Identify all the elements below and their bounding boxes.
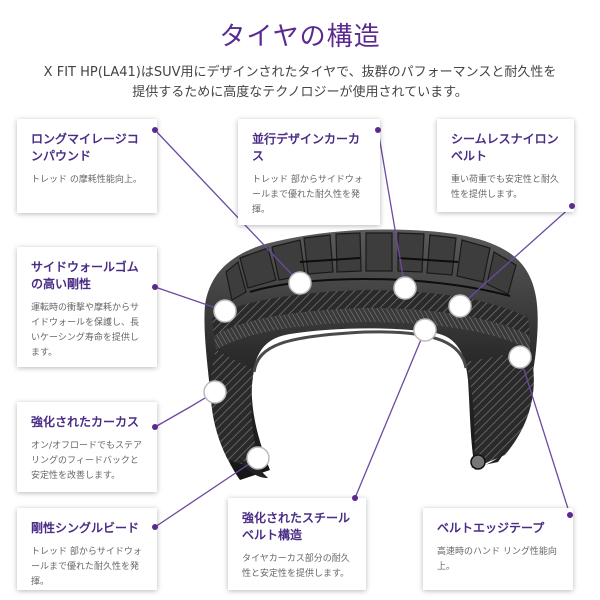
feature-title: ベルトエッジテープ bbox=[437, 520, 561, 537]
callout-anchor bbox=[352, 495, 358, 501]
feature-description: トレッド の摩耗性能向上。 bbox=[31, 173, 145, 188]
feature-card-seamless-nylon-belt: シームレスナイロンベルト 重い荷重でも安定性と耐久性を提供します。 bbox=[437, 119, 574, 212]
inner-liner bbox=[254, 332, 466, 372]
feature-card-parallel-carcass: 並行デザインカーカス トレッド 部からサイドウォールまで優れた耐久性を発揮。 bbox=[238, 119, 380, 225]
callout-anchor bbox=[152, 284, 158, 290]
feature-description: 運転時の衝撃や摩耗からサイドウォールを保護し、長いケーシング寿命を提供します。 bbox=[31, 301, 145, 361]
feature-description: 重い荷重でも安定性と耐久性を提供します。 bbox=[451, 173, 562, 203]
callout-anchor bbox=[152, 524, 158, 530]
feature-card-sidewall-rubber: サイドウォールゴムの高い剛性 運転時の衝撃や摩耗からサイドウォールを保護し、長い… bbox=[17, 247, 157, 367]
feature-description: オン/オフロードでもステアリングのフィードバックと安定性を改善します。 bbox=[31, 439, 145, 484]
feature-card-long-mileage-compound: ロングマイレージコンパウンド トレッド の摩耗性能向上。 bbox=[17, 119, 157, 213]
feature-description: トレッド 部からサイドウォールまで優れた耐久性を発揮。 bbox=[31, 545, 145, 590]
feature-description: タイヤカーカス部分の耐久性と安定性を提供します。 bbox=[242, 552, 354, 582]
feature-title: 強化されたスチールベルト構造 bbox=[242, 510, 354, 544]
feature-title: シームレスナイロンベルト bbox=[451, 131, 562, 165]
feature-title: サイドウォールゴムの高い剛性 bbox=[31, 259, 145, 293]
feature-card-steel-belt: 強化されたスチールベルト構造 タイヤカーカス部分の耐久性と安定性を提供します。 bbox=[228, 498, 366, 590]
feature-title: 剛性シングルビード bbox=[31, 520, 145, 537]
feature-card-reinforced-carcass: 強化されたカーカス オン/オフロードでもステアリングのフィードバックと安定性を改… bbox=[17, 402, 157, 492]
callout-anchor bbox=[152, 424, 158, 430]
callout-anchor bbox=[375, 127, 381, 133]
right-bead bbox=[471, 455, 485, 469]
callout-anchor bbox=[569, 203, 575, 209]
callout-anchor bbox=[567, 512, 573, 518]
feature-title: 強化されたカーカス bbox=[31, 414, 145, 431]
feature-card-single-bead: 剛性シングルビード トレッド 部からサイドウォールまで優れた耐久性を発揮。 bbox=[17, 508, 157, 590]
feature-title: 並行デザインカーカス bbox=[252, 131, 368, 165]
feature-description: トレッド 部からサイドウォールまで優れた耐久性を発揮。 bbox=[252, 173, 368, 218]
feature-title: ロングマイレージコンパウンド bbox=[31, 131, 145, 165]
feature-description: 高速時のハンド リング性能向上。 bbox=[437, 545, 561, 575]
callout-anchor bbox=[152, 127, 158, 133]
feature-card-belt-edge-tape: ベルトエッジテープ 高速時のハンド リング性能向上。 bbox=[423, 508, 573, 590]
